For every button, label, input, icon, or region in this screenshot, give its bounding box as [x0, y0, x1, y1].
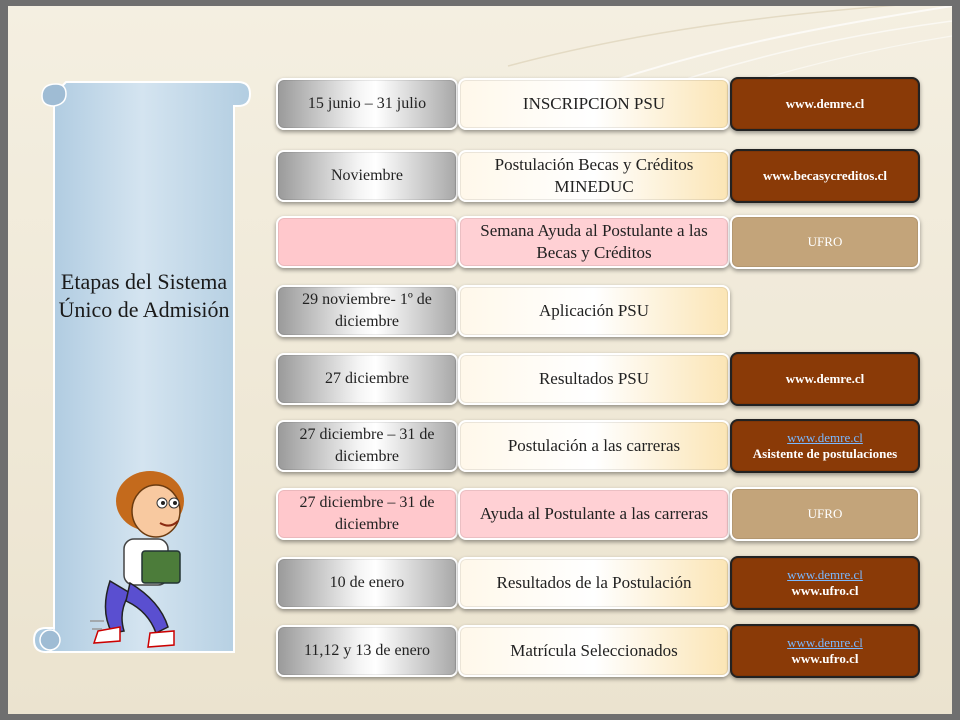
stage-date: 27 diciembre	[276, 353, 458, 405]
scroll-banner	[32, 81, 252, 654]
stage-link-sub: www.ufro.cl	[791, 583, 859, 598]
stage-link-sub: Asistente de postulaciones	[752, 446, 898, 461]
stage-link[interactable]: www.demre.cl	[787, 430, 863, 445]
stage-link-box[interactable]: www.becasycreditos.cl	[730, 149, 920, 203]
stage-link-box[interactable]: www.demre.cl	[730, 77, 920, 131]
scroll-title: Etapas del Sistema Único de Admisión	[58, 269, 230, 322]
stage-link-label: www.demre.cl	[785, 96, 865, 111]
stage-link-label: www.becasycreditos.cl	[763, 168, 887, 183]
stage-date: 29 noviembre- 1º de diciembre	[276, 285, 458, 337]
stage-date: 10 de enero	[276, 557, 458, 609]
stage-link-label: www.demre.cl	[785, 371, 865, 386]
stage-link-box[interactable]: UFRO	[730, 487, 920, 541]
stage-link-label: UFRO	[807, 506, 843, 521]
stage-date: 11,12 y 13 de enero	[276, 625, 458, 677]
stage-date: 27 diciembre – 31 de diciembre	[276, 420, 458, 472]
stage-event: INSCRIPCION PSU	[458, 78, 730, 130]
stage-event: Matrícula Seleccionados	[458, 625, 730, 677]
stage-link-label: UFRO	[807, 234, 843, 249]
stage-link-box[interactable]: UFRO	[730, 215, 920, 269]
stage-event: Aplicación PSU	[458, 285, 730, 337]
stage-event: Resultados PSU	[458, 353, 730, 405]
stage-date	[276, 216, 458, 268]
stage-date: 15 junio – 31 julio	[276, 78, 458, 130]
stage-link[interactable]: www.demre.cl	[787, 635, 863, 650]
stage-event: Resultados de la Postulación	[458, 557, 730, 609]
stage-date: Noviembre	[276, 150, 458, 202]
stage-event: Postulación a las carreras	[458, 420, 730, 472]
stage-link-box[interactable]: www.demre.cl	[730, 352, 920, 406]
stage-event: Ayuda al Postulante a las carreras	[458, 488, 730, 540]
stage-event: Semana Ayuda al Postulante a las Becas y…	[458, 216, 730, 268]
slide: Etapas del Sistema Único de Admisión 15 …	[8, 6, 952, 714]
stage-row: Semana Ayuda al Postulante a las Becas y…	[8, 214, 952, 270]
stage-link[interactable]: www.demre.cl	[787, 567, 863, 582]
stage-link-sub: www.ufro.cl	[791, 651, 859, 666]
stage-event: Postulación Becas y Créditos MINEDUC	[458, 150, 730, 202]
running-boy-illustration	[90, 471, 184, 648]
stage-date: 27 diciembre – 31 de diciembre	[276, 488, 458, 540]
